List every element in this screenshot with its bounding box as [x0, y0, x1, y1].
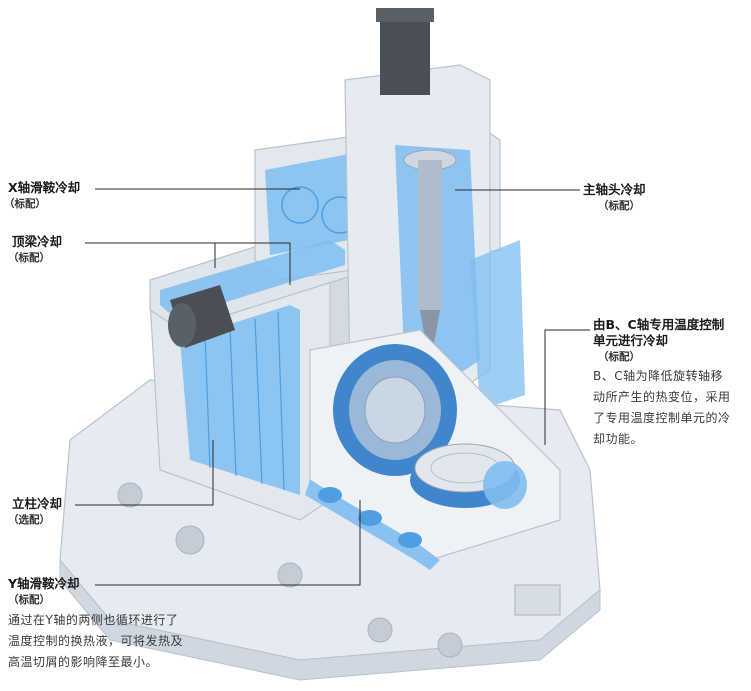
spindle-cooling-panel: [395, 145, 480, 380]
c-axis-support: [483, 461, 527, 509]
b-axis-trunnion: [333, 344, 457, 476]
x-axis-motor: [168, 285, 235, 348]
bc-axis-cooling-standard: （标配）: [598, 351, 640, 363]
leader-bc-axis: [544, 329, 590, 445]
y-saddle-cooling-title: Y轴滑鞍冷却: [8, 576, 80, 591]
bc-axis-desc-line: B、C轴为降低旋转轴移: [593, 369, 724, 383]
leader-crossbeam: [85, 242, 216, 268]
column-cooling-optional: （选配）: [8, 514, 50, 526]
y-saddle-cooling-description: 通过在Y轴的两侧也循环进行了 温度控制的换热液，可将发热及 高温切屑的影响降至最…: [8, 610, 183, 673]
bc-axis-desc-line: 却功能。: [593, 432, 644, 446]
bc-axis-desc-line: 了专用温度控制单元的冷: [593, 411, 731, 425]
y-saddle-desc-line: 通过在Y轴的两侧也循环进行了: [8, 613, 179, 627]
bc-axis-cooling-title-line1: 由B、C轴专用温度控制: [593, 317, 725, 332]
x-saddle-cooling-title: X轴滑鞍冷却: [8, 180, 81, 195]
leader-lines: [75, 188, 590, 586]
leader-column: [75, 440, 214, 506]
column-cooling-panels: [180, 305, 300, 495]
crossbeam-cooling-title: 顶梁冷却: [12, 234, 63, 249]
spindle-cooling-title: 主轴头冷却: [583, 182, 646, 197]
leader-crossbeam-2: [215, 242, 291, 285]
crossbeam-cooling-standard: （标配）: [8, 252, 50, 264]
y-saddle-desc-line: 高温切屑的影响降至最小。: [8, 655, 159, 669]
spindle-cooling-standard: （标配）: [598, 200, 640, 212]
column-cooling-title: 立柱冷却: [12, 496, 63, 511]
y-saddle-cooling-strip: [305, 480, 440, 570]
bc-axis-cooling-title-line2: 单元进行冷却: [593, 333, 669, 348]
right-column-cooling: [470, 240, 525, 410]
y-saddle-cooling-standard: （标配）: [8, 594, 50, 606]
leader-y-saddle: [95, 500, 361, 586]
y-saddle-desc-line: 温度控制的换热液，可将发热及: [8, 634, 184, 648]
bc-axis-desc-line: 动所产生的热变位，采用: [593, 390, 731, 404]
x-saddle-cooling-standard: （标配）: [4, 198, 46, 210]
bc-axis-cooling-description: B、C轴为降低旋转轴移 动所产生的热变位，采用 了专用温度控制单元的冷 却功能。: [593, 366, 749, 450]
